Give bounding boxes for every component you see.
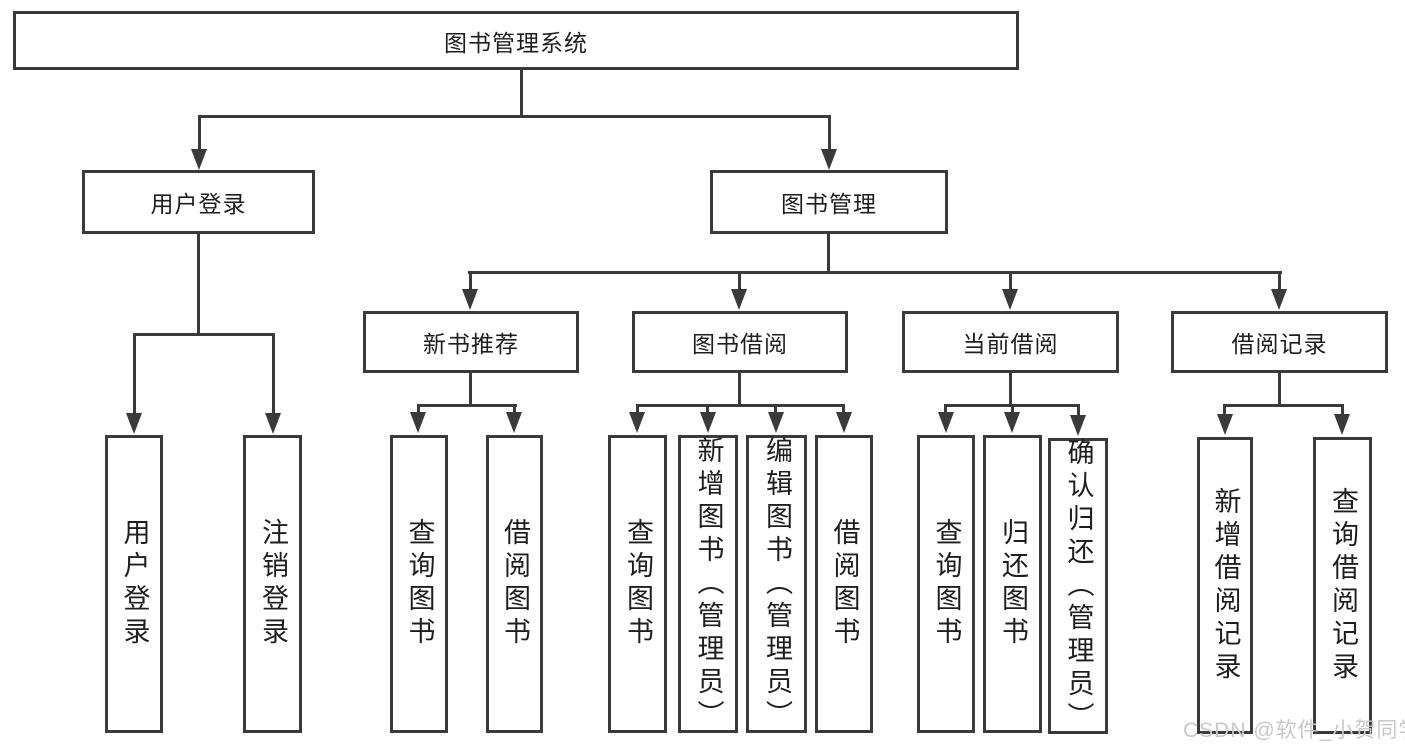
leaf-query-books-current-label: 查询图书 bbox=[931, 518, 962, 650]
connector-line bbox=[513, 404, 516, 414]
leaf-user-login-label: 用户登录 bbox=[119, 518, 150, 650]
connector-line bbox=[469, 373, 472, 407]
node-library-system: 图书管理系统 bbox=[13, 11, 1019, 70]
node-current-borrow: 当前借阅 bbox=[902, 311, 1119, 373]
leaf-add-books-admin: 新增图书（管理员） bbox=[678, 435, 738, 733]
connector-line bbox=[828, 115, 831, 151]
node-current-borrow-label: 当前借阅 bbox=[962, 331, 1059, 357]
leaf-add-borrow-record-label: 新增借阅记录 bbox=[1210, 486, 1241, 685]
connector-line bbox=[738, 271, 741, 291]
arrow-down-icon bbox=[629, 412, 645, 433]
connector-line bbox=[1223, 404, 1226, 415]
arrow-down-icon bbox=[938, 412, 954, 433]
leaf-add-borrow-record: 新增借阅记录 bbox=[1197, 437, 1253, 734]
connector-line bbox=[1011, 404, 1014, 414]
arrow-down-icon bbox=[265, 413, 281, 434]
arrow-down-icon bbox=[410, 412, 426, 433]
arrow-down-icon bbox=[1002, 289, 1018, 310]
node-user-login-label: 用户登录 bbox=[150, 191, 247, 217]
arrow-down-icon bbox=[1334, 414, 1350, 435]
arrow-down-icon bbox=[821, 149, 837, 170]
leaf-logout-login-label: 注销登录 bbox=[258, 518, 288, 650]
connector-line bbox=[636, 404, 845, 407]
connector-line bbox=[1341, 404, 1344, 415]
arrow-down-icon bbox=[1004, 412, 1020, 433]
connector-line bbox=[133, 333, 275, 336]
node-user-login: 用户登录 bbox=[82, 170, 315, 234]
node-new-book-recommend-label: 新书推荐 bbox=[423, 331, 519, 357]
leaf-query-books-borrow: 查询图书 bbox=[608, 435, 667, 733]
arrow-down-icon bbox=[1271, 289, 1287, 310]
node-book-borrow-label: 图书借阅 bbox=[692, 331, 788, 357]
connector-line bbox=[842, 404, 845, 414]
leaf-user-login: 用户登录 bbox=[105, 435, 163, 733]
connector-line bbox=[1009, 373, 1012, 407]
leaf-borrow-books-recommend: 借阅图书 bbox=[486, 435, 543, 733]
connector-line bbox=[827, 234, 830, 274]
leaf-add-books-admin-label: 新增图书（管理员） bbox=[693, 435, 724, 733]
arrow-down-icon bbox=[126, 413, 142, 434]
connector-line bbox=[738, 373, 741, 407]
leaf-confirm-return-admin: 确认归还（管理员） bbox=[1048, 437, 1108, 735]
leaf-query-books-recommend-label: 查询图书 bbox=[404, 518, 435, 650]
leaf-logout-login: 注销登录 bbox=[243, 435, 302, 733]
node-borrow-records-label: 借阅记录 bbox=[1231, 331, 1328, 357]
leaf-return-books: 归还图书 bbox=[983, 435, 1042, 733]
leaf-query-books-recommend: 查询图书 bbox=[390, 435, 448, 733]
leaf-borrow-books: 借阅图书 bbox=[815, 435, 873, 733]
connector-line bbox=[198, 115, 831, 118]
connector-line bbox=[417, 404, 517, 407]
node-borrow-records: 借阅记录 bbox=[1171, 311, 1388, 373]
connector-line bbox=[1223, 404, 1344, 407]
connector-line bbox=[520, 69, 523, 118]
node-book-management-label: 图书管理 bbox=[781, 191, 877, 217]
connector-line bbox=[198, 115, 201, 151]
arrow-down-icon bbox=[836, 412, 852, 433]
leaf-query-borrow-record: 查询借阅记录 bbox=[1313, 437, 1372, 734]
arrow-down-icon bbox=[700, 412, 716, 433]
node-book-borrow: 图书借阅 bbox=[632, 311, 848, 373]
node-book-management: 图书管理 bbox=[710, 170, 948, 234]
arrow-down-icon bbox=[191, 149, 207, 170]
connector-line bbox=[1278, 373, 1281, 407]
node-library-system-label: 图书管理系统 bbox=[444, 29, 588, 56]
connector-line bbox=[1278, 271, 1281, 291]
node-new-book-recommend: 新书推荐 bbox=[363, 311, 579, 373]
connector-line bbox=[417, 404, 420, 414]
connector-line bbox=[636, 404, 639, 414]
connector-line bbox=[133, 333, 136, 413]
leaf-confirm-return-admin-label: 确认归还（管理员） bbox=[1063, 437, 1094, 735]
leaf-borrow-books-label: 借阅图书 bbox=[829, 518, 860, 650]
connector-line bbox=[1077, 404, 1080, 416]
leaf-return-books-label: 归还图书 bbox=[998, 518, 1028, 650]
arrow-down-icon bbox=[731, 289, 747, 310]
arrow-down-icon bbox=[1070, 415, 1086, 436]
leaf-edit-books-admin: 编辑图书（管理员） bbox=[746, 435, 807, 733]
leaf-edit-books-admin-label: 编辑图书（管理员） bbox=[762, 435, 792, 733]
connector-line bbox=[706, 404, 709, 414]
connector-line bbox=[272, 333, 275, 413]
leaf-query-books-borrow-label: 查询图书 bbox=[623, 518, 653, 650]
leaf-query-books-current: 查询图书 bbox=[917, 435, 975, 733]
leaf-borrow-books-recommend-label: 借阅图书 bbox=[500, 518, 530, 650]
connector-line bbox=[469, 271, 472, 291]
arrow-down-icon bbox=[768, 412, 784, 433]
connector-line bbox=[944, 404, 947, 414]
arrow-down-icon bbox=[1217, 414, 1233, 435]
connector-line bbox=[468, 271, 1282, 274]
arrow-down-icon bbox=[506, 412, 522, 433]
csdn-watermark: CSDN @软件_小贺同学 bbox=[1183, 719, 1405, 742]
connector-line bbox=[197, 234, 200, 336]
leaf-query-borrow-record-label: 查询借阅记录 bbox=[1328, 486, 1358, 685]
connector-line bbox=[774, 404, 777, 414]
connector-line bbox=[1009, 271, 1012, 291]
arrow-down-icon bbox=[462, 289, 478, 310]
